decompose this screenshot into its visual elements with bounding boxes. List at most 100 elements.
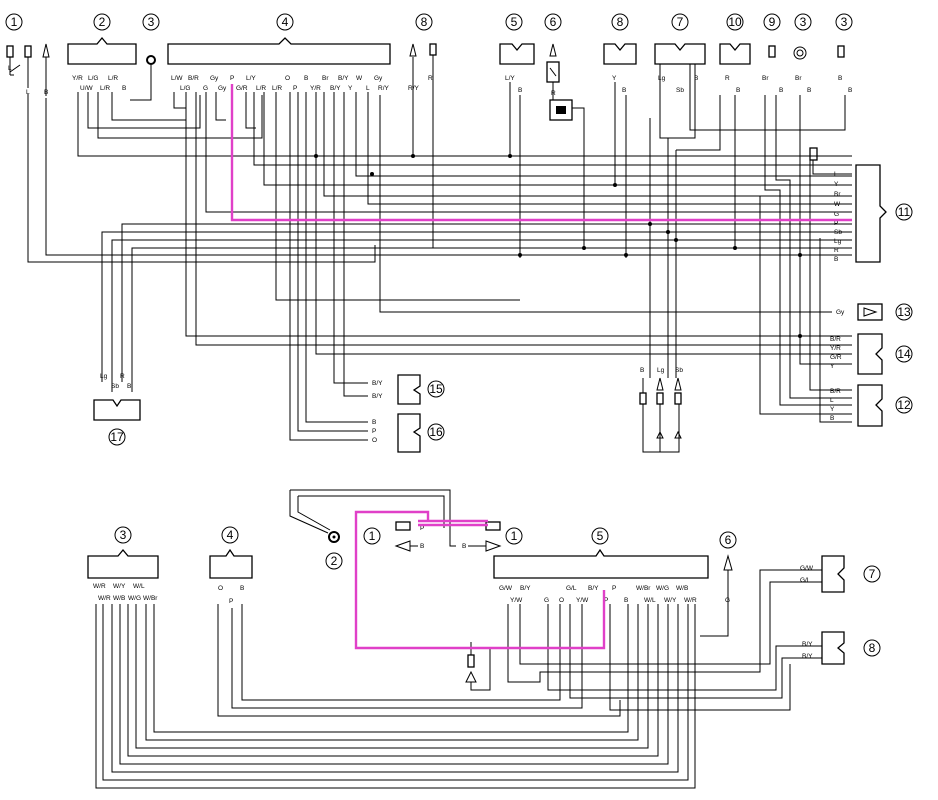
- svg-text:11: 11: [898, 205, 911, 219]
- svg-text:14: 14: [897, 347, 911, 361]
- bconnector-3: W/R W/Y W/L W/R W/B W/G W/Br: [87, 548, 159, 602]
- svg-text:W/B: W/B: [676, 585, 688, 592]
- svg-text:G: G: [834, 211, 839, 218]
- svg-text:Br: Br: [834, 191, 841, 198]
- junction-dots: [314, 154, 802, 338]
- bcallout-4: 4: [221, 526, 239, 544]
- svg-text:B: B: [807, 87, 811, 94]
- svg-text:L/R: L/R: [108, 75, 118, 82]
- svg-text:R: R: [725, 75, 730, 82]
- connector-7: Lg B Sb: [654, 43, 706, 94]
- component-8a: R/Y R: [408, 43, 437, 248]
- component-6: R: [546, 43, 585, 248]
- callout-9: 9: [763, 13, 781, 31]
- svg-text:7: 7: [869, 567, 876, 581]
- svg-text:Lg: Lg: [658, 75, 666, 82]
- svg-text:G/L: G/L: [800, 577, 811, 584]
- bcallout-1b: 1: [505, 527, 523, 545]
- svg-text:3: 3: [841, 15, 848, 29]
- svg-text:Sb: Sb: [676, 87, 684, 94]
- svg-text:6: 6: [550, 15, 557, 29]
- svg-text:R: R: [428, 75, 433, 82]
- svg-text:Gy: Gy: [836, 309, 845, 316]
- top-callouts: 1 2 3 4 8 5 6 8 7 10 9 3 3 11 13 14 15 1…: [5, 13, 913, 446]
- svg-text:R/Y: R/Y: [378, 85, 390, 92]
- svg-text:3: 3: [120, 528, 127, 542]
- callout-8a: 8: [415, 13, 433, 31]
- svg-text:L/R: L/R: [272, 85, 282, 92]
- svg-text:B: B: [838, 75, 842, 82]
- svg-text:G/L: G/L: [566, 585, 577, 592]
- svg-text:2: 2: [331, 554, 338, 568]
- svg-text:W/Y: W/Y: [664, 597, 677, 604]
- bconnector-8: B/Y B/Y: [802, 631, 845, 665]
- svg-text:Br: Br: [795, 75, 802, 82]
- svg-text:B: B: [640, 367, 644, 374]
- component-3-ground: [130, 55, 156, 101]
- svg-text:P: P: [230, 75, 234, 82]
- svg-text:O: O: [559, 597, 564, 604]
- connector-15: B/Y B/Y: [372, 374, 421, 405]
- callout-4: 4: [276, 13, 294, 31]
- svg-text:Y/R: Y/R: [310, 85, 321, 92]
- svg-text:B/Y: B/Y: [520, 585, 531, 592]
- svg-text:W/G: W/G: [128, 595, 141, 602]
- svg-text:W/Y: W/Y: [113, 583, 126, 590]
- connector-5: L/Y B: [499, 43, 535, 258]
- highlight-wire-bottom: [354, 510, 606, 650]
- svg-text:17: 17: [110, 430, 124, 444]
- svg-text:W/B: W/B: [113, 595, 125, 602]
- callout-2: 2: [93, 13, 111, 31]
- bcallout-2: 2: [325, 552, 343, 570]
- svg-text:B: B: [127, 383, 131, 390]
- callout-10: 10: [726, 13, 744, 31]
- bcomponent-6: G: [700, 554, 733, 637]
- svg-text:Y: Y: [348, 85, 353, 92]
- svg-text:13: 13: [897, 305, 911, 319]
- svg-text:W/Br: W/Br: [143, 595, 158, 602]
- svg-text:B/Y: B/Y: [588, 585, 599, 592]
- svg-text:Y/R: Y/R: [830, 345, 841, 352]
- svg-text:2: 2: [99, 15, 106, 29]
- svg-text:10: 10: [728, 15, 742, 29]
- svg-text:B: B: [624, 597, 628, 604]
- callout-12: 12: [895, 396, 913, 414]
- svg-text:B: B: [622, 87, 626, 94]
- svg-text:Br: Br: [762, 75, 769, 82]
- svg-text:W/R: W/R: [98, 595, 111, 602]
- svg-text:P: P: [229, 598, 233, 605]
- svg-text:U/W: U/W: [80, 85, 94, 92]
- svg-text:L/Y: L/Y: [505, 75, 515, 82]
- svg-text:8: 8: [421, 15, 428, 29]
- svg-text:B: B: [372, 419, 376, 426]
- svg-text:G/W: G/W: [499, 585, 513, 592]
- svg-text:W/Br: W/Br: [636, 585, 651, 592]
- connector-14: B/R Y/R G/R Y: [830, 333, 883, 375]
- svg-text:G/W: G/W: [800, 565, 814, 572]
- svg-text:Y: Y: [830, 363, 835, 370]
- svg-text:7: 7: [677, 15, 684, 29]
- svg-text:Lg: Lg: [834, 238, 842, 245]
- svg-text:R/Y: R/Y: [408, 85, 420, 92]
- connector-2: Y/R L/G L/R U/W L/R B: [67, 36, 137, 92]
- callout-16: 16: [427, 423, 445, 441]
- svg-text:Y/W: Y/W: [510, 597, 523, 604]
- svg-text:Lg: Lg: [100, 373, 108, 380]
- svg-text:3: 3: [800, 15, 807, 29]
- svg-text:B: B: [834, 256, 838, 263]
- svg-text:L: L: [830, 397, 834, 404]
- callout-17: 17: [108, 428, 126, 446]
- svg-text:3: 3: [148, 15, 155, 29]
- svg-text:Gy: Gy: [210, 75, 219, 82]
- svg-text:L: L: [366, 85, 370, 92]
- callout-5: 5: [505, 13, 523, 31]
- svg-text:G/R: G/R: [830, 354, 842, 361]
- bcallout-8: 8: [863, 639, 881, 657]
- callout-6: 6: [544, 13, 562, 31]
- svg-text:B: B: [122, 85, 126, 92]
- callout-3c: 3: [835, 13, 853, 31]
- svg-text:L/G: L/G: [88, 75, 98, 82]
- svg-text:L/W: L/W: [171, 75, 183, 82]
- svg-text:P: P: [293, 85, 297, 92]
